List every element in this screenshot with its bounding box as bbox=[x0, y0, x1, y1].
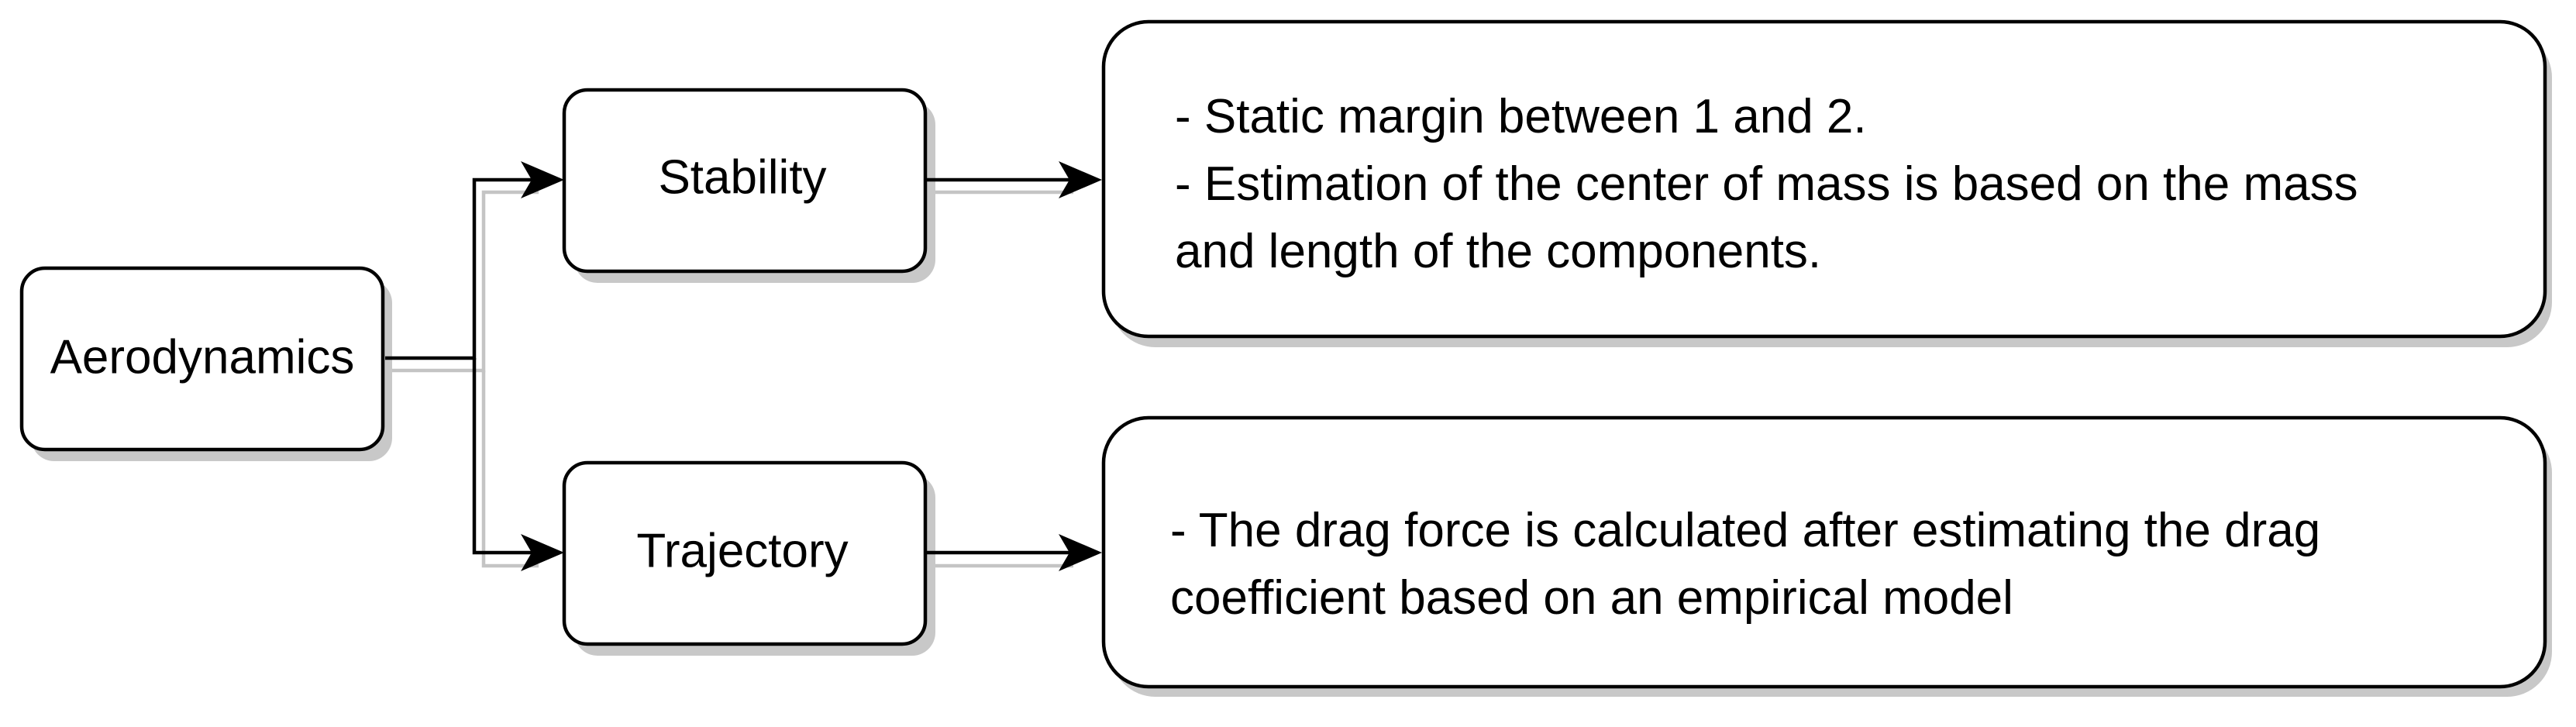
stability-node-label: Stability bbox=[658, 151, 826, 205]
edge-shadows bbox=[392, 190, 1073, 568]
arrowhead-stability-notes bbox=[1059, 161, 1102, 198]
stability-notes-line-3: and length of the components. bbox=[1175, 225, 1821, 278]
edge-shadow-aero-to-stability bbox=[392, 190, 539, 373]
edge-aerodynamics-to-stability bbox=[385, 177, 535, 360]
edge-shadow-aero-to-trajectory bbox=[481, 370, 539, 568]
stability-notes-line-2: - Estimation of the center of mass is ba… bbox=[1175, 157, 2358, 211]
arrowhead-stability bbox=[521, 161, 564, 198]
arrowhead-trajectory-notes bbox=[1059, 534, 1102, 571]
trajectory-node-box bbox=[562, 460, 928, 646]
stability-notes-line-1: - Static margin between 1 and 2. bbox=[1175, 90, 1867, 143]
stability-node: Stability bbox=[562, 88, 928, 274]
arrowhead-trajectory bbox=[521, 534, 564, 571]
trajectory-node-label: Trajectory bbox=[636, 525, 848, 578]
trajectory-notes-node: - The drag force is calculated after est… bbox=[1101, 415, 2547, 689]
trajectory-notes-box bbox=[1101, 415, 2547, 689]
stability-notes-box bbox=[1101, 19, 2547, 339]
trajectory-node: Trajectory bbox=[562, 460, 928, 646]
trajectory-notes-line-1: - The drag force is calculated after est… bbox=[1170, 504, 2320, 557]
trajectory-notes-line-2: coefficient based on an empirical model bbox=[1170, 571, 2013, 625]
edges bbox=[385, 161, 1102, 571]
aerodynamics-node-box bbox=[19, 266, 385, 452]
stability-node-box bbox=[562, 88, 928, 274]
edge-aerodynamics-to-trajectory bbox=[472, 358, 535, 555]
aerodynamics-node-label: Aerodynamics bbox=[50, 331, 355, 384]
aerodynamics-node: Aerodynamics bbox=[19, 266, 385, 452]
stability-notes-node: - Static margin between 1 and 2. - Estim… bbox=[1101, 19, 2547, 339]
